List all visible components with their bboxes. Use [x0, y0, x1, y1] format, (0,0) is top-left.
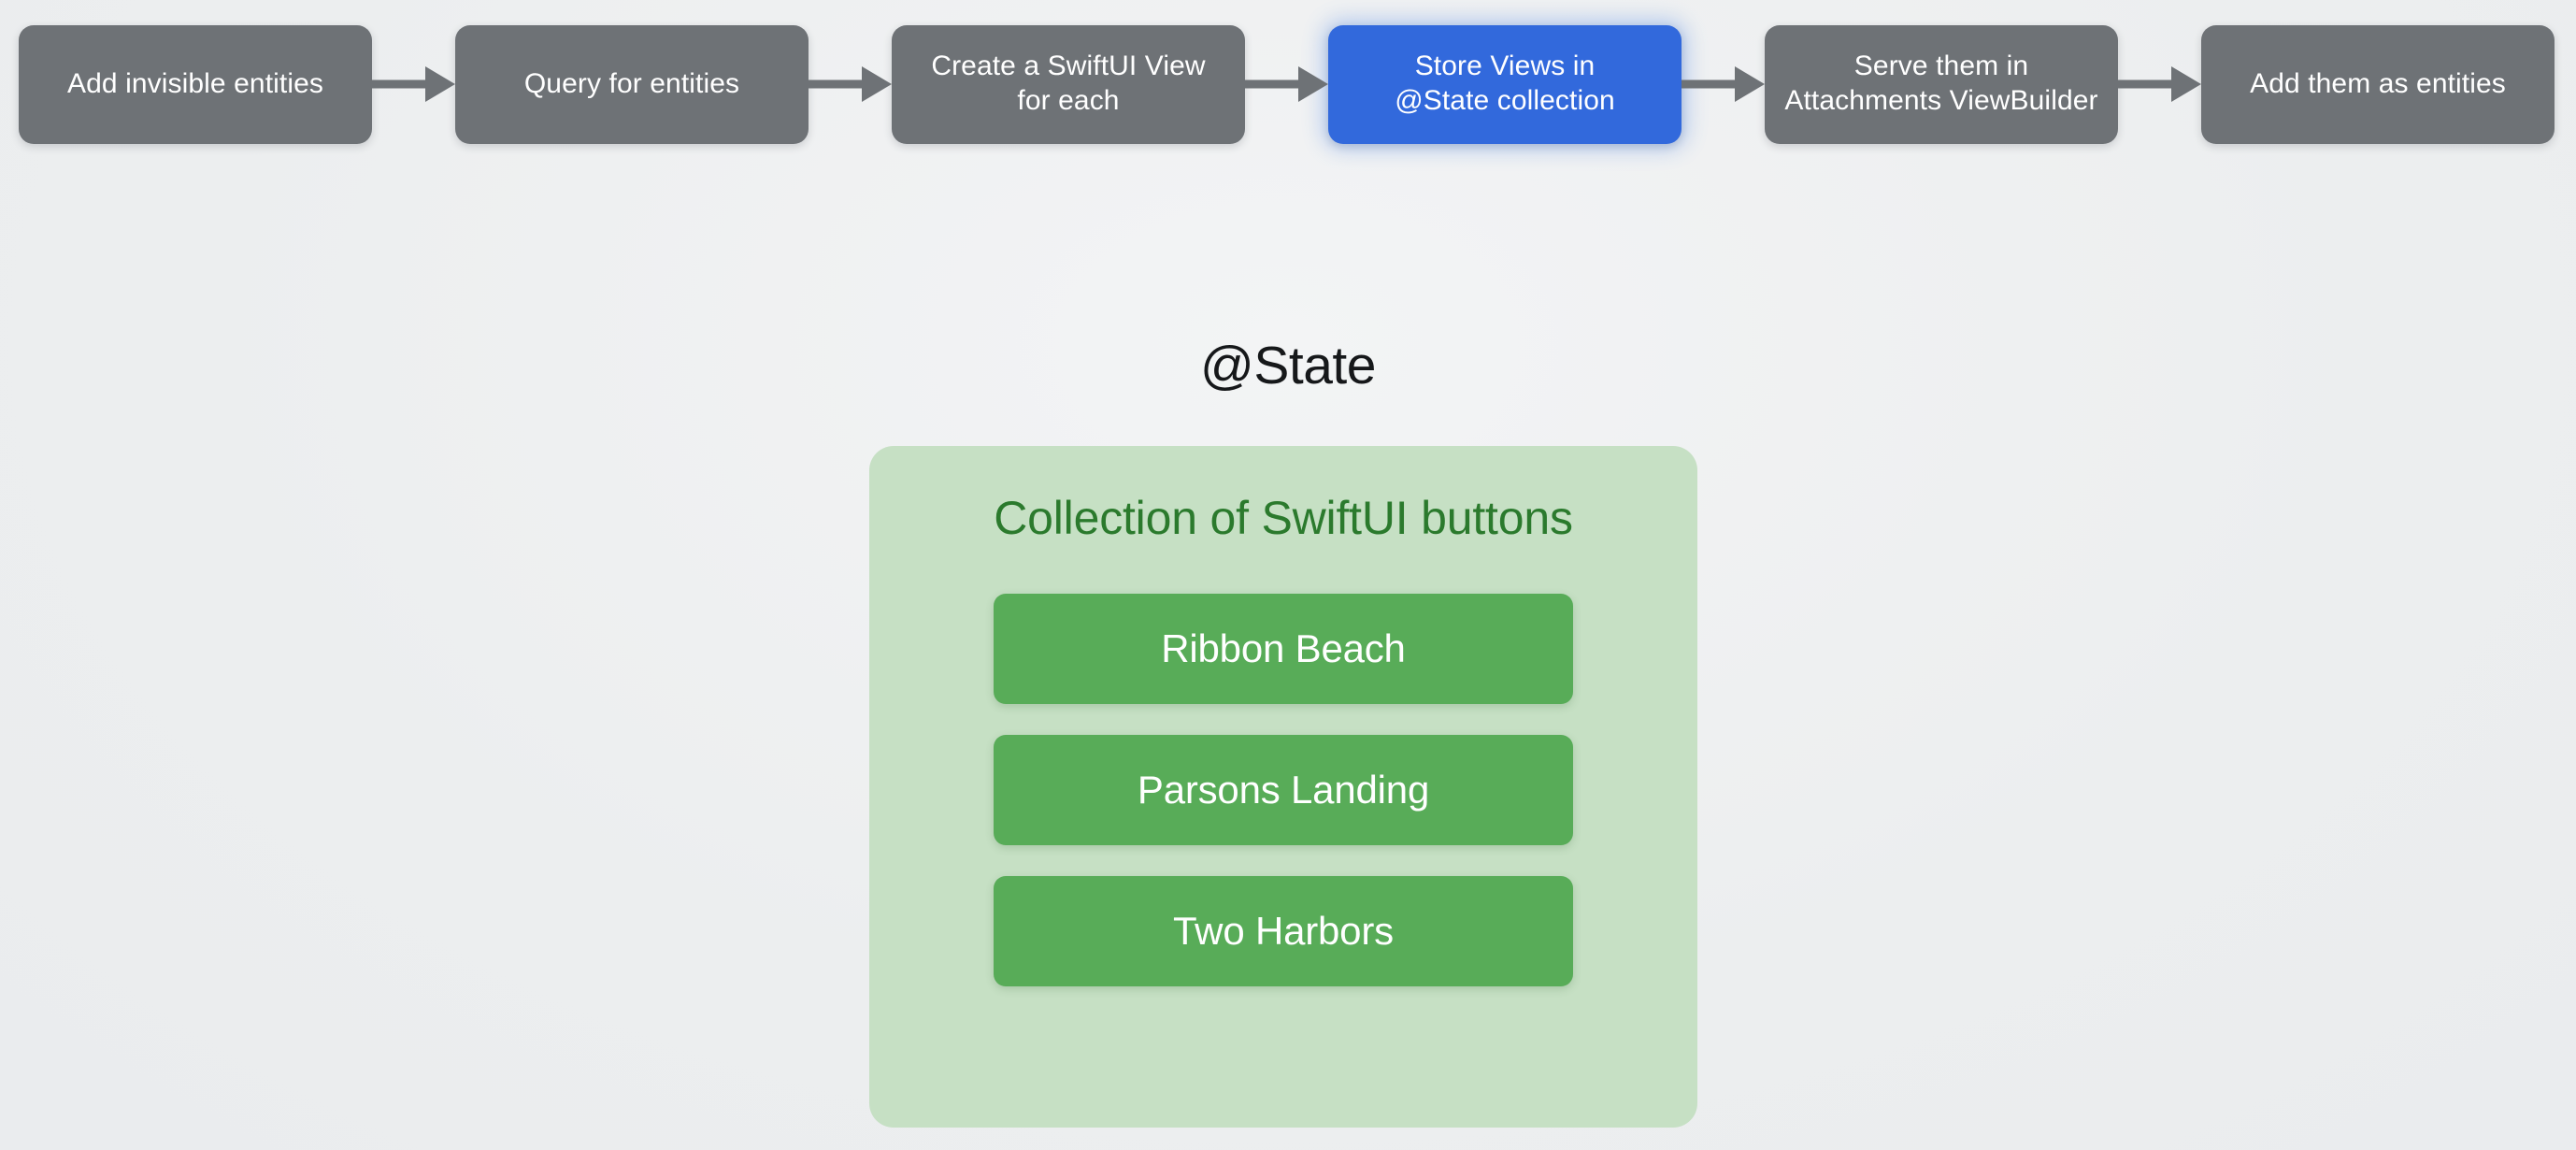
arrow-head-icon — [862, 66, 892, 102]
flow-arrow-4 — [1682, 65, 1765, 103]
arrow-shaft-icon — [372, 79, 428, 89]
arrow-head-icon — [2171, 66, 2201, 102]
swiftui-button-parsons-landing[interactable]: Parsons Landing — [994, 735, 1573, 845]
state-section-heading: @State — [1200, 336, 1376, 395]
collection-panel-title: Collection of SwiftUI buttons — [994, 492, 1573, 544]
arrow-shaft-icon — [809, 79, 865, 89]
arrow-head-icon — [1735, 66, 1765, 102]
arrow-shaft-icon — [1245, 79, 1301, 89]
flow-node-add-them-as-entities[interactable]: Add them as entities — [2201, 24, 2555, 144]
flow-arrow-1 — [372, 65, 455, 103]
arrow-head-icon — [1298, 66, 1328, 102]
flow-node-label: Query for entities — [523, 67, 740, 99]
flow-node-create-swiftui-view[interactable]: Create a SwiftUI View for each — [892, 24, 1245, 144]
flow-node-serve-in-attachments-viewbuilder[interactable]: Serve them in Attachments ViewBuilder — [1765, 24, 2118, 144]
swiftui-button-ribbon-beach[interactable]: Ribbon Beach — [994, 594, 1573, 704]
flow-node-label: Add invisible entities — [66, 67, 324, 99]
flow-arrow-5 — [2118, 65, 2201, 103]
process-flow: Add invisible entities Query for entitie… — [0, 0, 2576, 168]
swiftui-button-collection-panel: Collection of SwiftUI buttons Ribbon Bea… — [869, 446, 1697, 1128]
swiftui-button-two-harbors[interactable]: Two Harbors — [994, 876, 1573, 986]
flow-node-query-for-entities[interactable]: Query for entities — [455, 24, 809, 144]
flow-node-store-views-in-state[interactable]: Store Views in @State collection — [1328, 24, 1682, 144]
flow-node-label: Create a SwiftUI View for each — [931, 50, 1206, 116]
arrow-shaft-icon — [1682, 79, 1738, 89]
flow-node-add-invisible-entities[interactable]: Add invisible entities — [19, 24, 372, 144]
swiftui-button-list: Ribbon Beach Parsons Landing Two Harbors — [869, 594, 1697, 986]
arrow-shaft-icon — [2118, 79, 2174, 89]
flow-arrow-2 — [809, 65, 892, 103]
flow-node-label: Serve them in Attachments ViewBuilder — [1784, 50, 2098, 116]
flow-arrow-3 — [1245, 65, 1328, 103]
flow-node-label: Store Views in @State collection — [1395, 50, 1615, 116]
arrow-head-icon — [425, 66, 455, 102]
flow-node-label: Add them as entities — [2250, 67, 2506, 99]
